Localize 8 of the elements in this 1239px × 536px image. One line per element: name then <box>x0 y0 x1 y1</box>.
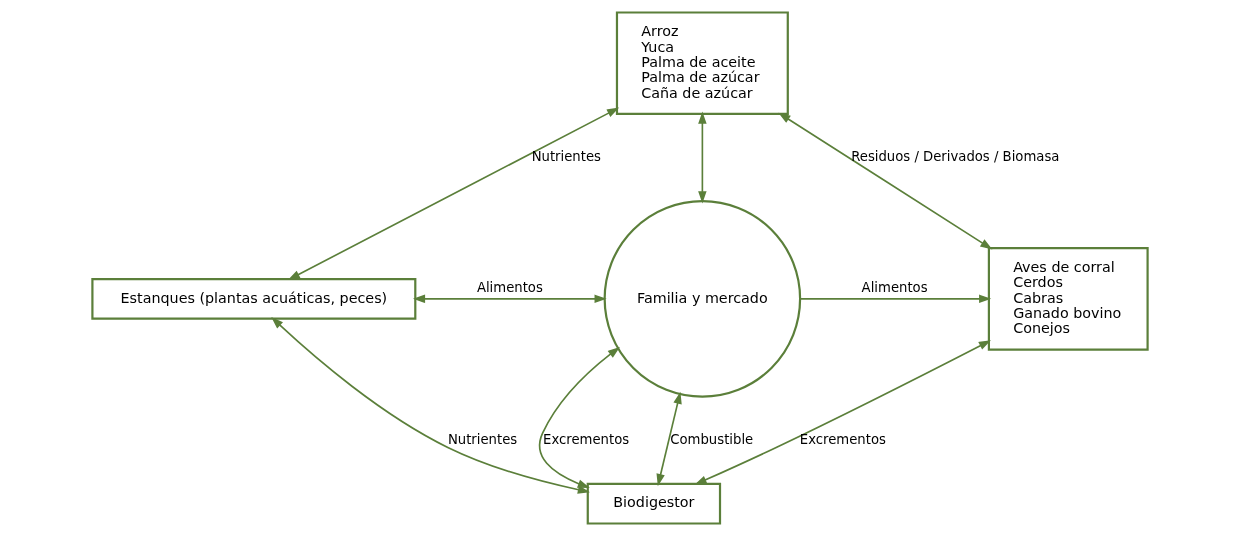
edge-label: Residuos / Derivados / Biomasa <box>850 148 1059 164</box>
edge-label: Excrementos <box>542 431 629 447</box>
edge-label: Nutrientes <box>531 148 601 164</box>
edge-label: Alimentos <box>861 279 928 295</box>
edge-label: Alimentos <box>476 279 543 295</box>
edge-label: Excrementos <box>799 431 886 447</box>
edge-label: Nutrientes <box>447 431 517 447</box>
edge-label: Combustible <box>669 431 753 447</box>
